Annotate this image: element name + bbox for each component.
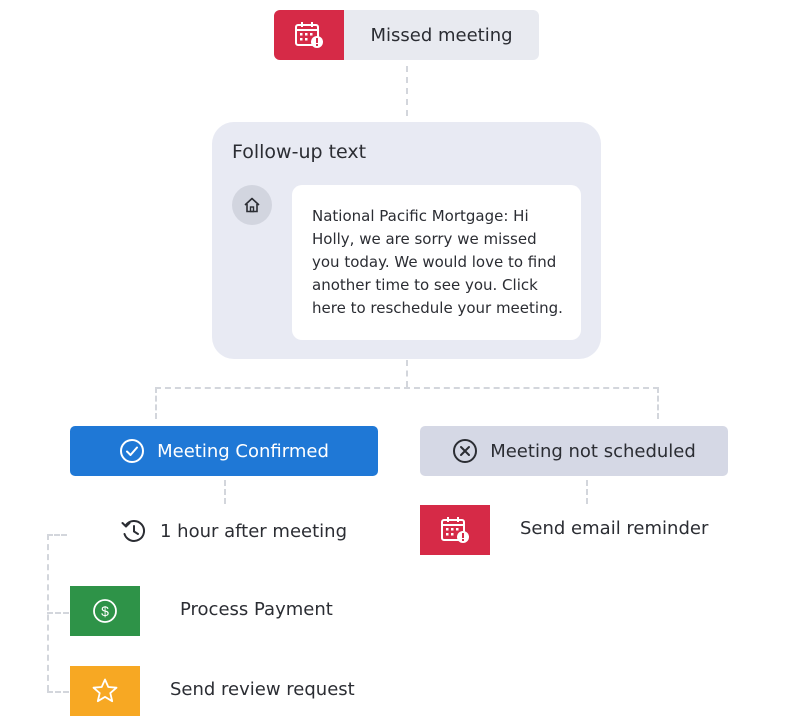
- connector-to-review: [47, 691, 69, 693]
- connector-branch-horizontal: [155, 387, 659, 389]
- connector-followup-down: [406, 360, 408, 387]
- home-icon: [232, 185, 272, 225]
- timing-label: 1 hour after meeting: [160, 520, 348, 542]
- meeting-confirmed-label: Meeting Confirmed: [157, 440, 329, 462]
- connector-confirmed-to-timing: [224, 480, 226, 504]
- meeting-not-scheduled-label: Meeting not scheduled: [490, 440, 696, 462]
- check-circle-icon: [119, 438, 145, 464]
- meeting-confirmed-button[interactable]: Meeting Confirmed: [70, 426, 378, 476]
- send-review-request-tile[interactable]: [70, 666, 140, 716]
- x-circle-icon: [452, 438, 478, 464]
- followup-title: Follow-up text: [232, 141, 367, 163]
- connector-branch-right: [657, 387, 659, 419]
- history-icon: [120, 517, 148, 545]
- send-email-reminder-tile[interactable]: [420, 505, 490, 555]
- connector-timing-left: [47, 534, 67, 536]
- dollar-icon: $: [92, 598, 118, 624]
- missed-meeting-label: Missed meeting: [370, 24, 513, 46]
- connector-branch-left: [155, 387, 157, 419]
- followup-text-card: Follow-up text National Pacific Mortgage…: [212, 122, 601, 359]
- calendar-alert-icon: [440, 516, 470, 544]
- connector-trigger-to-followup: [406, 66, 408, 116]
- meeting-not-scheduled-button[interactable]: Meeting not scheduled: [420, 426, 728, 476]
- process-payment-label: Process Payment: [180, 599, 333, 620]
- missed-meeting-node[interactable]: Missed meeting: [274, 10, 539, 60]
- connector-notsched-to-email: [586, 480, 588, 504]
- star-icon: [91, 677, 119, 705]
- send-review-request-label: Send review request: [170, 679, 355, 700]
- svg-text:$: $: [101, 603, 109, 619]
- process-payment-tile[interactable]: $: [70, 586, 140, 636]
- connector-to-payment: [47, 612, 69, 614]
- timing-step: 1 hour after meeting: [120, 514, 347, 548]
- calendar-alert-icon: [274, 10, 344, 60]
- message-bubble: National Pacific Mortgage: Hi Holly, we …: [292, 185, 581, 340]
- send-email-reminder-label: Send email reminder: [520, 518, 709, 539]
